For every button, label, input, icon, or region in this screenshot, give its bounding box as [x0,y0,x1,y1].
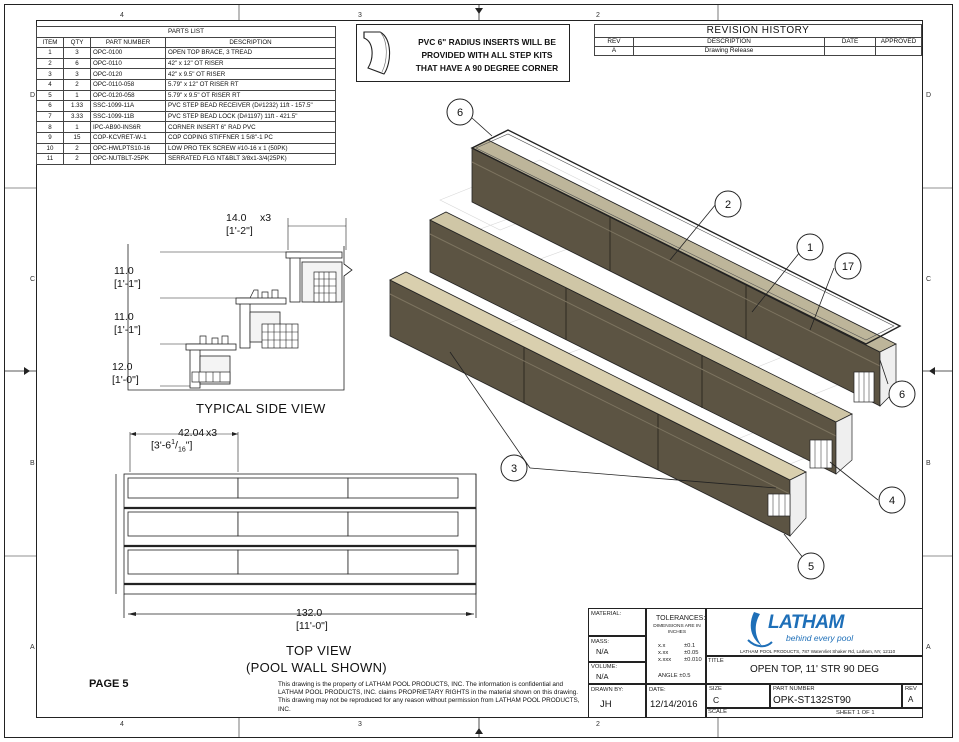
title-label: TITLE [708,658,724,664]
side-dim-riser-1: 11.0 [114,265,134,277]
balloon-4 [878,486,906,514]
balloon-label: 6 [457,107,463,119]
side-dim-top: 14.0 [226,212,247,224]
zone-left-A: A [30,644,35,651]
top-dim-width: 42.04 [178,427,205,439]
date-value: 12/14/2016 [650,699,698,710]
side-dim-riser-2-ft: [1'-1"] [114,324,141,336]
revision-history-table: REVISION HISTORY REV DESCRIPTION DATE AP… [594,24,922,56]
volume-label: VOLUME: [591,664,618,670]
logo-wordmark: LATHAM [768,612,844,633]
top-dim-width-ft: [3'-61/16"] [151,439,193,454]
balloon-5 [797,552,825,580]
zone-top-3: 3 [358,12,362,19]
balloon-label: 5 [808,561,814,573]
zone-bottom-4: 4 [120,721,124,728]
confidentiality-notice: This drawing is the property of LATHAM P… [278,681,580,713]
zone-right-C: C [926,276,932,283]
balloon-label: 3 [511,463,517,475]
side-dim-top-ft: [1'-2"] [226,225,253,237]
top-dim-total: 132.0 [296,607,323,619]
typical-side-view-drawing [127,218,353,391]
side-dim-riser-1-ft: [1'-1"] [114,278,141,290]
balloon-label: 6 [899,389,905,401]
mass-value: N/A [596,647,609,656]
note-box [356,24,570,82]
balloon-2 [714,190,742,218]
balloon-label: 4 [889,495,895,507]
zone-right-D: D [926,92,932,99]
balloon-6-right [888,380,916,408]
rev-label: REV [905,686,917,692]
zone-bottom-2: 2 [596,721,600,728]
date-label: DATE: [649,687,666,693]
side-dim-riser-3-ft: [1'-0"] [112,374,139,386]
zone-top-4: 4 [120,12,124,19]
page-label: PAGE 5 [89,678,129,690]
size-label: SIZE [709,686,722,692]
note-text: PVC 6" RADIUS INSERTS WILL BE PROVIDED W… [415,37,559,73]
zone-bottom-3: 3 [358,721,362,728]
mass-label: MASS: [591,639,610,645]
zone-top-2: 2 [596,12,600,19]
top-dim-total-ft: [11'-0"] [296,620,328,632]
top-view-subtitle: (POOL WALL SHOWN) [246,660,387,675]
drawing-title: OPEN TOP, 11' STR 90 DEG [750,664,879,675]
part-number-label: PART NUMBER [773,686,815,692]
latham-logo-mark [747,612,773,648]
drawn-by-value: JH [600,699,612,710]
drawn-by-label: DRAWN BY: [591,687,624,693]
volume-value: N/A [596,672,609,681]
balloon-17 [834,252,862,280]
balloon-1 [796,233,824,261]
zone-right-B: B [926,460,931,467]
size-value: C [713,695,720,705]
top-view-drawing [115,432,477,618]
scale-label: SCALE [708,709,728,715]
balloon-label: 17 [842,261,854,273]
balloon-6-top [446,98,474,126]
side-dim-top-mult: x3 [260,212,272,224]
sheet-count: SHEET 1 OF 1 [836,710,875,716]
zone-left-D: D [30,92,36,99]
corner-insert-icon [363,31,391,75]
angle-tolerance: ANGLE ±0.5 [658,673,691,679]
parts-list-table: PARTS LIST ITEM QTY PART NUMBER DESCRIPT… [36,26,336,165]
top-view-title: TOP VIEW [286,643,352,658]
zone-right-A: A [926,644,931,651]
material-label: MATERIAL: [591,611,622,617]
top-dim-width-mult: x3 [206,427,218,439]
side-dim-riser-2: 11.0 [114,311,134,323]
company-address: LATHAM POOL PRODUCTS, 787 Watervliet Sha… [740,649,896,654]
tolerances-subtitle: DIMENSIONS ARE IN INCHES [653,624,701,635]
part-number-value: OPK-ST132ST90 [773,695,851,706]
zone-left-C: C [30,276,36,283]
balloon-3 [500,454,528,482]
side-dim-riser-3: 12.0 [112,361,133,373]
side-view-title: TYPICAL SIDE VIEW [196,401,326,416]
logo-tagline: behind every pool [786,633,854,643]
tolerances-label: TOLERANCES: [656,615,706,622]
drawing-border [36,20,923,718]
isometric-step-drawing [389,117,902,565]
zone-left-B: B [30,460,35,467]
table-row: A Drawing Release [594,46,922,56]
balloon-label: 1 [807,242,813,254]
rev-value: A [908,695,914,704]
balloon-label: 2 [725,199,731,211]
